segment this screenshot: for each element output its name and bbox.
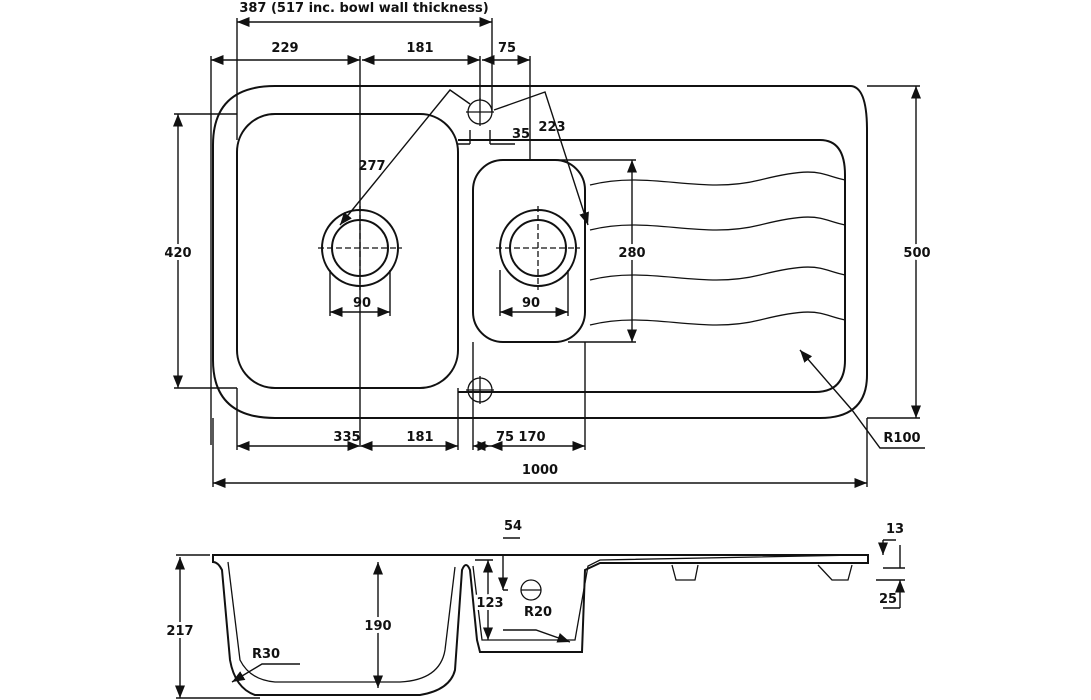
side-dimension-lines bbox=[174, 537, 906, 699]
dim-229: 229 bbox=[271, 41, 298, 56]
dim-170: 170 bbox=[518, 430, 545, 445]
dim-bowl-span: 387 (517 inc. bowl wall thickness) bbox=[239, 1, 488, 16]
dimension-lines bbox=[172, 16, 925, 489]
sink-outline bbox=[212, 85, 868, 419]
large-bowl bbox=[236, 113, 459, 389]
dim-75-bottom: 75 bbox=[496, 430, 514, 445]
radius-r30: R30 bbox=[252, 647, 280, 662]
dim-1000: 1000 bbox=[522, 463, 558, 478]
overflow bbox=[466, 376, 494, 404]
dim-500: 500 bbox=[903, 246, 930, 261]
small-bowl bbox=[472, 159, 586, 343]
radius-r20: R20 bbox=[524, 605, 552, 620]
dim-335: 335 bbox=[333, 430, 360, 445]
small-waste bbox=[496, 206, 580, 290]
drainer-feet bbox=[671, 564, 853, 581]
dim-420: 420 bbox=[164, 246, 191, 261]
drainer-outline bbox=[458, 139, 846, 393]
side-profile-inner bbox=[227, 554, 861, 683]
dim-280: 280 bbox=[618, 246, 645, 261]
dim-90-large: 90 bbox=[353, 296, 371, 311]
dim-35: 35 bbox=[512, 127, 530, 142]
radius-r100: R100 bbox=[883, 431, 920, 446]
side-view: 217 190 123 54 R20 R30 13 25 bbox=[163, 519, 906, 699]
dim-25: 25 bbox=[879, 592, 897, 607]
top-view: 387 (517 inc. bowl wall thickness) 229 1… bbox=[161, 1, 934, 489]
dim-75-top: 75 bbox=[498, 41, 516, 56]
dim-217: 217 bbox=[166, 624, 193, 639]
dim-181-bottom: 181 bbox=[406, 430, 433, 445]
dim-181-top: 181 bbox=[406, 41, 433, 56]
dim-54: 54 bbox=[504, 519, 522, 534]
tap-hole bbox=[466, 98, 494, 126]
side-overflow bbox=[520, 579, 542, 601]
side-dimension-labels: 217 190 123 54 R20 R30 13 25 bbox=[163, 519, 904, 662]
dim-13: 13 bbox=[886, 522, 904, 537]
dim-123: 123 bbox=[476, 596, 503, 611]
dimension-labels: 387 (517 inc. bowl wall thickness) 229 1… bbox=[161, 1, 933, 478]
dim-190: 190 bbox=[364, 619, 391, 634]
dim-223: 223 bbox=[538, 120, 565, 135]
side-profile-outer bbox=[212, 554, 869, 696]
dim-277: 277 bbox=[358, 159, 385, 174]
dim-90-small: 90 bbox=[522, 296, 540, 311]
